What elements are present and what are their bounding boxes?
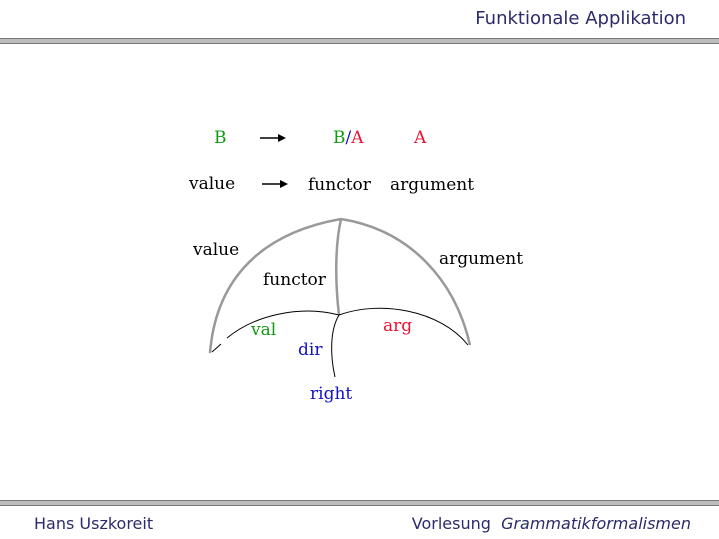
- value-arc: [208, 217, 342, 354]
- top-divider: [0, 38, 719, 44]
- argument-arc: [340, 217, 472, 346]
- footer-course: Vorlesung Grammatikformalismen: [412, 514, 691, 533]
- diagram-argument: argument: [439, 249, 524, 269]
- footer-author: Hans Uszkoreit: [34, 514, 154, 533]
- diagram-val: val: [251, 320, 277, 340]
- arg-arc: [338, 307, 469, 346]
- bottom-divider: [0, 500, 719, 506]
- label-value: value: [189, 174, 236, 194]
- slide-title: Funktionale Applikation: [475, 8, 686, 29]
- diagram-functor: functor: [263, 270, 326, 290]
- diagram-dir: dir: [298, 340, 323, 360]
- dir-arc: [331, 314, 340, 378]
- diagram-value: value: [193, 240, 240, 260]
- arrow-icon: [260, 134, 286, 142]
- functor-result: B: [333, 128, 346, 148]
- argument-category: A: [414, 128, 427, 148]
- diagram-right: right: [310, 384, 353, 404]
- label-functor: functor: [308, 175, 371, 195]
- functor-arc: [335, 218, 343, 316]
- footer-course-name: Grammatikformalismen: [501, 514, 691, 533]
- functor-argument: A: [351, 128, 364, 148]
- result-category: B: [214, 128, 227, 148]
- label-argument: argument: [390, 175, 475, 195]
- footer-lecture-label: Vorlesung: [411, 514, 491, 533]
- diagram-arg: arg: [383, 316, 413, 336]
- slash: /: [345, 128, 352, 148]
- functor-category: B/A: [333, 128, 364, 148]
- val-arc: [226, 310, 340, 339]
- arrow-icon: [262, 180, 288, 188]
